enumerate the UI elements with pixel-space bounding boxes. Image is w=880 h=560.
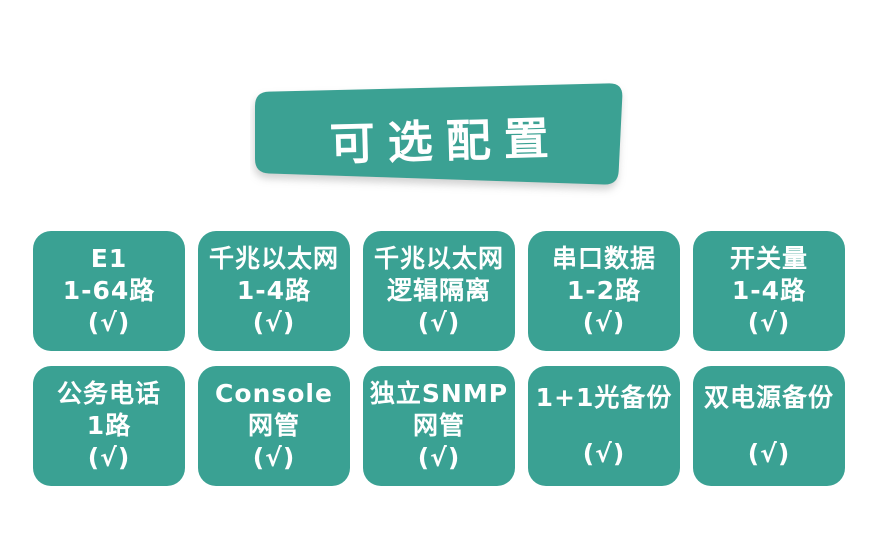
- card-check: (√): [417, 308, 461, 337]
- card-dual-power-backup: 双电源备份 (√): [693, 366, 845, 486]
- card-gigabit-ethernet-isolation: 千兆以太网 逻辑隔离 (√): [363, 231, 515, 351]
- banner-shape: [255, 83, 623, 185]
- card-check: (√): [747, 308, 791, 337]
- card-e1: E1 1-64路 (√): [33, 231, 185, 351]
- card-title: 开关量: [729, 244, 808, 273]
- card-title: E1: [90, 244, 128, 273]
- card-title: 1+1光备份: [535, 383, 673, 412]
- cards-row-1: E1 1-64路 (√) 千兆以太网 1-4路 (√) 千兆以太网 逻辑隔离 (…: [33, 231, 845, 351]
- card-subtitle: 1-2路: [566, 276, 642, 305]
- card-subtitle: 1路: [86, 411, 132, 440]
- card-check: (√): [582, 439, 626, 468]
- card-title: 独立SNMP: [369, 379, 509, 408]
- banner: 可选配置: [250, 78, 628, 200]
- card-gigabit-ethernet: 千兆以太网 1-4路 (√): [198, 231, 350, 351]
- banner-title: 可选配置: [329, 111, 563, 171]
- card-subtitle: 1-4路: [236, 276, 312, 305]
- card-serial-data: 串口数据 1-2路 (√): [528, 231, 680, 351]
- card-check: (√): [417, 443, 461, 472]
- card-subtitle: 网管: [247, 411, 300, 440]
- card-check: (√): [87, 308, 131, 337]
- card-subtitle: 1-64路: [62, 276, 156, 305]
- card-optical-backup: 1+1光备份 (√): [528, 366, 680, 486]
- card-business-phone: 公务电话 1路 (√): [33, 366, 185, 486]
- card-check: (√): [747, 439, 791, 468]
- card-snmp-management: 独立SNMP 网管 (√): [363, 366, 515, 486]
- card-subtitle: 逻辑隔离: [386, 276, 491, 305]
- card-title: 千兆以太网: [208, 244, 339, 273]
- card-title: 千兆以太网: [373, 244, 504, 273]
- card-check: (√): [87, 443, 131, 472]
- card-title: 公务电话: [56, 379, 161, 408]
- card-console-management: Console 网管 (√): [198, 366, 350, 486]
- card-check: (√): [252, 308, 296, 337]
- card-subtitle: 网管: [412, 411, 465, 440]
- card-switch-quantity: 开关量 1-4路 (√): [693, 231, 845, 351]
- card-title: 串口数据: [551, 244, 656, 273]
- card-check: (√): [582, 308, 626, 337]
- card-subtitle: 1-4路: [731, 276, 807, 305]
- card-title: 双电源备份: [703, 383, 834, 412]
- card-check: (√): [252, 443, 296, 472]
- cards-row-2: 公务电话 1路 (√) Console 网管 (√) 独立SNMP 网管 (√)…: [33, 366, 845, 486]
- card-title: Console: [215, 379, 333, 408]
